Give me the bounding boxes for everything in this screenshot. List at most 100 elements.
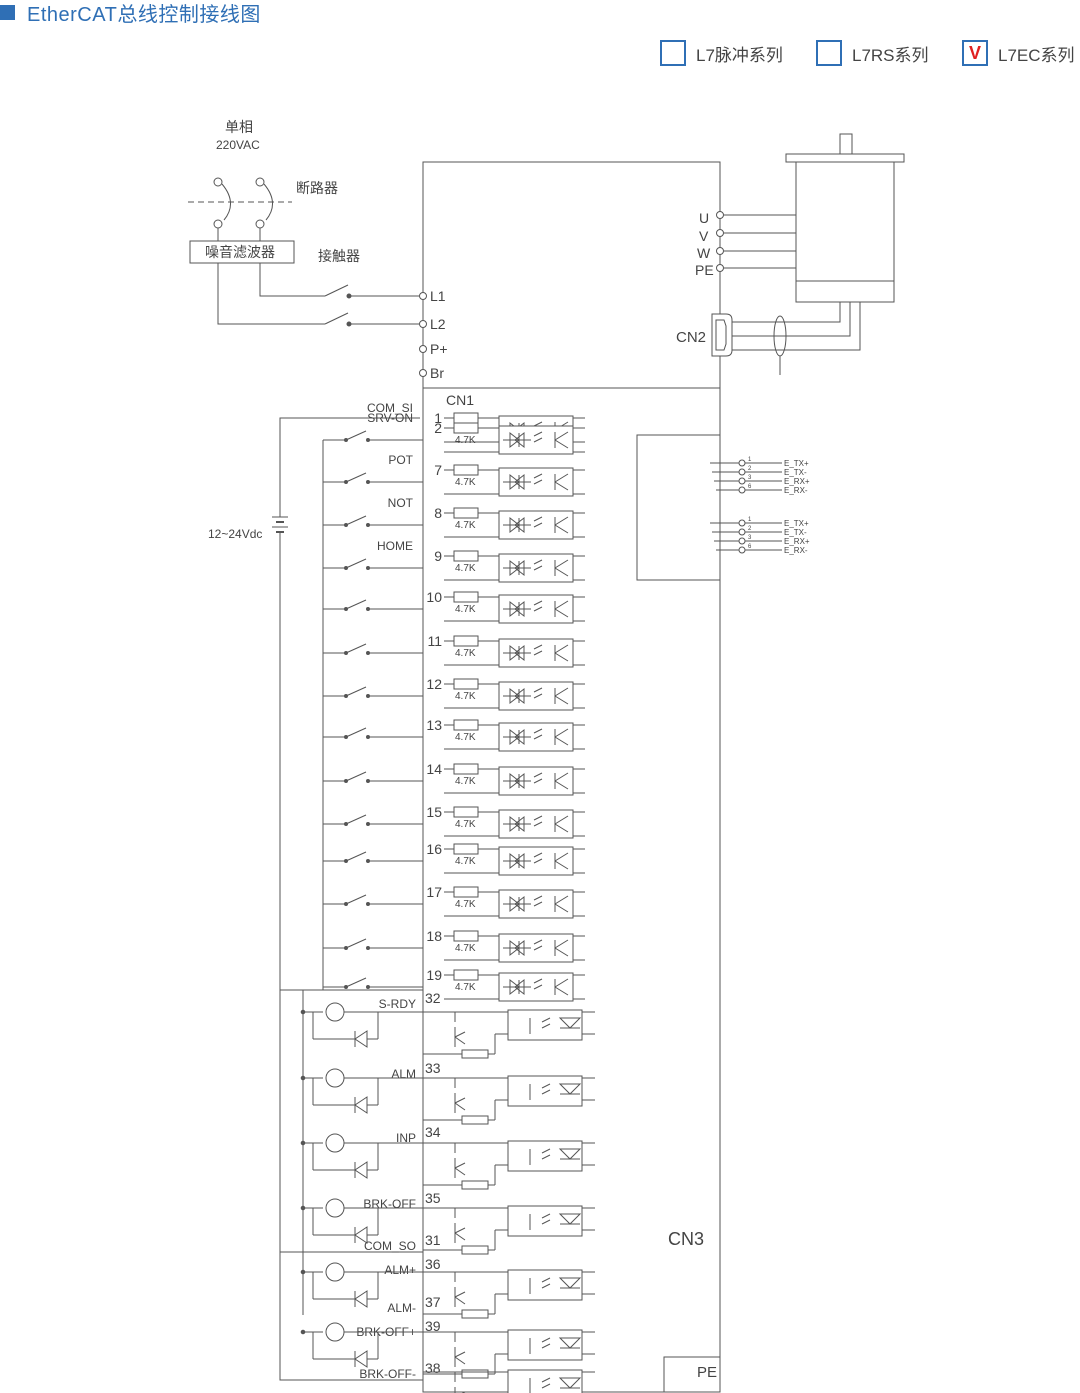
checkbox-icon[interactable] (816, 40, 842, 66)
resistor-icon (461, 1115, 489, 1125)
resistor-icon (461, 1180, 489, 1190)
pin-number: 32 (425, 990, 441, 1006)
optocoupler-icon (498, 889, 574, 919)
resistor-icon (453, 678, 479, 690)
input-row: 144.7K (323, 761, 585, 796)
resistor-value: 4.7K (455, 819, 476, 830)
ethercat-signal-label: E_TX- (784, 528, 807, 537)
pin-icon (738, 537, 746, 545)
input-switch-icon (345, 977, 367, 988)
input-row: 184.7K (323, 928, 585, 963)
input-row: 17 4.7K (323, 884, 585, 919)
signal-label: S-RDY (379, 997, 416, 1011)
output-row: 34 INP (300, 1124, 595, 1190)
resistor-value: 4.7K (455, 520, 476, 531)
checkbox-icon[interactable] (660, 40, 686, 66)
output-row: 37 ALM- (387, 1294, 440, 1315)
option-l7-pulse[interactable]: L7脉冲系列 (660, 40, 783, 66)
resistor-value: 4.7K (455, 943, 476, 954)
output-driver-icon (423, 1140, 595, 1190)
input-switch-icon (345, 430, 367, 441)
noise-filter-label: 噪音滤波器 (205, 244, 275, 260)
option-l7rs[interactable]: L7RS系列 (816, 40, 929, 66)
ethercat-signal-label: E_RX- (784, 546, 808, 555)
supply-return-wire (279, 532, 423, 1381)
breaker-terminal-icon (213, 219, 223, 229)
terminal-br: Br (430, 365, 444, 381)
supply-terminal-icon (255, 177, 265, 187)
cn3-label: CN3 (668, 1229, 704, 1249)
motor-section: U V W PE CN2 (676, 133, 905, 375)
resistor-value: 4.7K (455, 856, 476, 867)
pin-number: 13 (426, 717, 442, 733)
resistor-icon (453, 550, 479, 562)
signal-label: BRK-OFF (363, 1197, 416, 1211)
terminal-u: U (699, 210, 709, 226)
pin-number: 34 (425, 1124, 441, 1140)
optocoupler-icon (498, 638, 574, 668)
cn2-label: CN2 (676, 329, 706, 346)
option-l7ec[interactable]: V L7EC系列 (962, 40, 1075, 66)
signal-label: COM_SI (367, 401, 413, 415)
input-switch-icon (345, 558, 367, 569)
signal-label: HOME (377, 539, 413, 553)
pin-number: 35 (425, 1190, 441, 1206)
pin-number: 37 (425, 1294, 441, 1310)
supply-voltage-label: 12~24Vdc (208, 527, 262, 541)
pin-number: 36 (425, 1256, 441, 1272)
motor-flange (785, 153, 905, 163)
signal-label: INP (396, 1131, 416, 1145)
pin-number: 9 (434, 548, 442, 564)
pin-icon (738, 546, 746, 554)
signal-label: SRV-ON (367, 411, 413, 425)
input-switch-icon (345, 727, 367, 738)
output-driver-icon (423, 1369, 595, 1393)
motor-body (795, 161, 895, 303)
checkbox-checked-icon[interactable]: V (962, 40, 988, 66)
ethercat-signal-label: E_TX+ (784, 459, 809, 468)
contactor-switch-icon (324, 312, 349, 325)
pin-icon (738, 486, 746, 494)
pin-number: 17 (426, 884, 442, 900)
output-driver-icon (423, 1329, 595, 1379)
pin-icon (738, 477, 746, 485)
supply-terminal-icon (213, 177, 223, 187)
breaker-label: 断路器 (296, 180, 338, 196)
resistor-icon (461, 1245, 489, 1255)
output-row: 35 BRK-OFF (300, 1190, 595, 1255)
signal-label: BRK-OFF- (359, 1367, 416, 1381)
pin-number: 33 (425, 1060, 441, 1076)
output-driver-icon (423, 1009, 595, 1059)
signal-label: COM_SO (364, 1239, 416, 1253)
resistor-icon (453, 507, 479, 519)
pin-number: 2 (748, 466, 752, 472)
resistor-value: 4.7K (455, 648, 476, 659)
optocoupler-icon (498, 467, 574, 497)
optocoupler-icon (498, 681, 574, 711)
motor-shaft (839, 133, 853, 155)
ethercat-signal-label: E_RX- (784, 486, 808, 495)
l2-wire (217, 263, 325, 325)
resistor-icon (453, 763, 479, 775)
input-switch-icon (345, 686, 367, 697)
signal-label: ALM- (387, 1301, 416, 1315)
pin-number: 39 (425, 1318, 441, 1334)
pin-number: 1 (748, 457, 752, 463)
pin-number: 8 (434, 505, 442, 521)
breaker-terminal-icon (255, 219, 265, 229)
pin-number: 6 (748, 544, 752, 550)
resistor-value: 4.7K (455, 899, 476, 910)
terminal-w: W (697, 245, 711, 261)
optocoupler-icon (498, 809, 574, 839)
input-row: 104.7K (323, 589, 585, 624)
optocoupler-icon (498, 553, 574, 583)
output-driver-icon (423, 1205, 595, 1255)
title-square-icon (0, 4, 15, 20)
terminal-l1: L1 (430, 288, 446, 304)
